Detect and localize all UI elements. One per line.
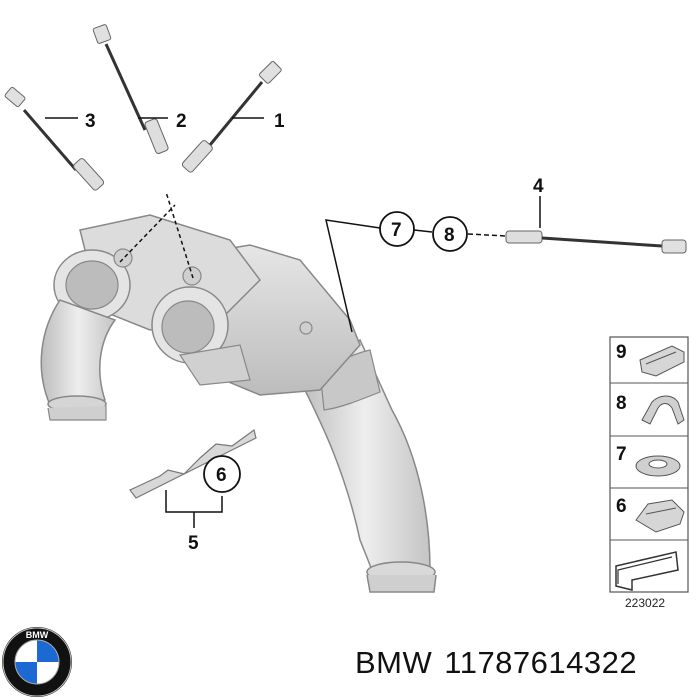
catalytic-converter <box>53 214 361 396</box>
callout-8 <box>432 216 468 252</box>
callout-label-4: 4 <box>533 176 544 197</box>
callout-label-3: 3 <box>85 111 96 132</box>
callout-label-8: 8 <box>444 225 455 246</box>
logo-letters: BMW <box>26 630 49 640</box>
callout-label-2: 2 <box>176 111 187 132</box>
downpipe <box>299 338 437 593</box>
brand-name: BMW <box>355 645 433 680</box>
bracket-icon <box>641 395 685 425</box>
oxygen-sensor-2 <box>92 24 169 154</box>
leader-lines <box>45 117 541 528</box>
legend-number-6: 6 <box>616 496 627 517</box>
oxygen-sensor-3 <box>4 86 105 191</box>
legend-number-9: 9 <box>616 342 627 363</box>
callout-7 <box>379 211 415 247</box>
legend-number-8: 8 <box>616 393 627 414</box>
legend-panel: 9 8 7 6 <box>609 336 689 593</box>
legend-number-7: 7 <box>616 444 627 465</box>
callout-label-5: 5 <box>188 533 199 554</box>
callout-label-7: 7 <box>391 220 402 241</box>
grommet-icon <box>635 455 681 477</box>
part-caption: BMW 11787614322 <box>355 645 649 681</box>
drawing-number: 223022 <box>625 596 665 610</box>
arrow-icon <box>615 551 679 591</box>
callout-6 <box>203 455 241 493</box>
clip-icon <box>639 345 685 377</box>
part-number: 11787614322 <box>444 645 638 680</box>
bmw-logo-icon: BMW <box>2 627 72 697</box>
clamp-icon <box>635 499 685 533</box>
front-pipe <box>40 299 251 421</box>
callout-label-6: 6 <box>216 465 227 486</box>
callout-label-1: 1 <box>274 111 285 132</box>
oxygen-sensor-1 <box>181 61 282 173</box>
oxygen-sensor-4 <box>505 230 687 254</box>
